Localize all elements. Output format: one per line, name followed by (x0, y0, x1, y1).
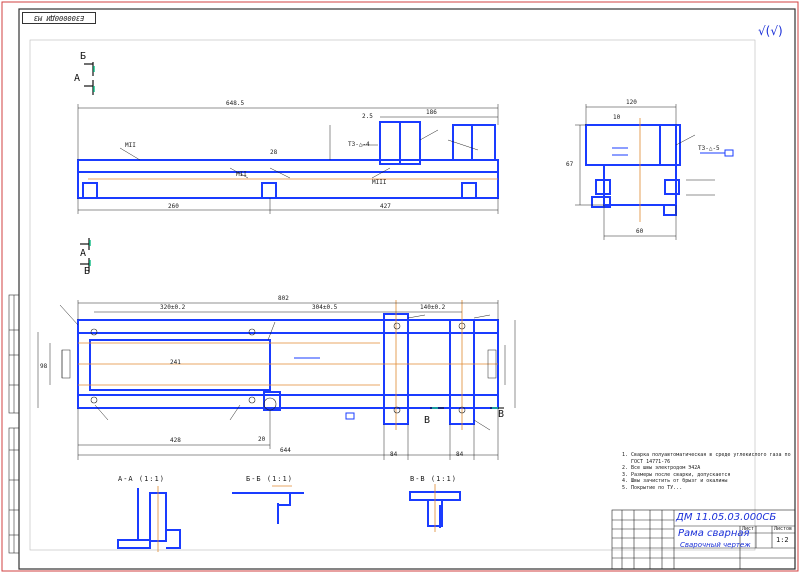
section-vv (409, 484, 461, 532)
technical-notes: 1. Сварка полуавтоматическая в среде угл… (622, 452, 791, 491)
section-bb (232, 485, 304, 524)
section-mark-b-top: Б (80, 51, 87, 62)
dim-plan-overall: 802 (278, 295, 289, 302)
section-title-bb: Б-Б (1:1) (246, 475, 293, 483)
weld-label-1: MII (125, 142, 136, 149)
dim-plan-c: 140±0.2 (420, 304, 446, 311)
dim-side-bottom: 60 (636, 228, 644, 235)
front-view (77, 62, 499, 272)
side-view (575, 104, 734, 240)
dim-plan-mid: 241 (170, 359, 181, 366)
title-block-title: Рама сварная (678, 528, 750, 539)
section-title-aa: А-А (1:1) (118, 475, 165, 483)
title-block-sheets-label: Листов (774, 526, 793, 532)
dim-plan-d1: 20 (258, 436, 266, 443)
drawing-area (29, 39, 756, 551)
title-block-subtitle: Сварочный чертеж (680, 541, 751, 549)
section-mark-v-left: В (424, 415, 431, 426)
dim-side-h: 67 (566, 161, 574, 168)
dim-top-overall: 648.5 (226, 100, 245, 107)
dim-top-right-len: 427 (380, 203, 391, 210)
dim-side-small: 10 (613, 114, 621, 121)
section-mark-a-bottom: А (80, 248, 87, 259)
section-aa (117, 486, 181, 552)
dim-top-right: 186 (426, 109, 437, 116)
left-binding-strip (8, 294, 20, 554)
dim-top-small1: 28 (270, 149, 278, 156)
weld-label-3: MIII (372, 179, 387, 186)
weld-label-4: T3-△-4 (348, 141, 370, 148)
dim-plan-h: 98 (40, 363, 48, 370)
title-block-code: ДМ 11.05.03.000СБ (676, 512, 777, 523)
section-title-vv: В-В (1:1) (410, 475, 457, 483)
dim-side-w: 120 (626, 99, 637, 106)
dim-top-left-len: 260 (168, 203, 179, 210)
dim-top-h1: 2.5 (362, 113, 373, 120)
dim-plan-b: 304±0.5 (312, 304, 338, 311)
drawing-number-stamp: Е300000ДИ МЗ (22, 12, 96, 24)
section-mark-b-bottom: Б (84, 266, 91, 277)
weld-label-5: T3-△-5 (698, 145, 720, 152)
inner-frame (18, 8, 796, 570)
dim-plan-bottom1: 428 (170, 437, 181, 444)
plan-view (37, 300, 516, 460)
dim-plan-bottom3: 84 (390, 451, 398, 458)
section-mark-v-right: В (498, 409, 505, 420)
dim-plan-bottom2: 644 (280, 447, 291, 454)
weld-label-2: МII (236, 171, 247, 178)
title-block-sheet-label: Лист (742, 526, 755, 532)
title-block-scale: 1:2 (776, 536, 789, 544)
dim-plan-bottom4: 84 (456, 451, 464, 458)
dim-plan-a: 320±0.2 (160, 304, 186, 311)
section-mark-a-top: А (74, 73, 81, 84)
title-block (611, 509, 796, 570)
roughness-symbol: √(√) (758, 24, 783, 38)
